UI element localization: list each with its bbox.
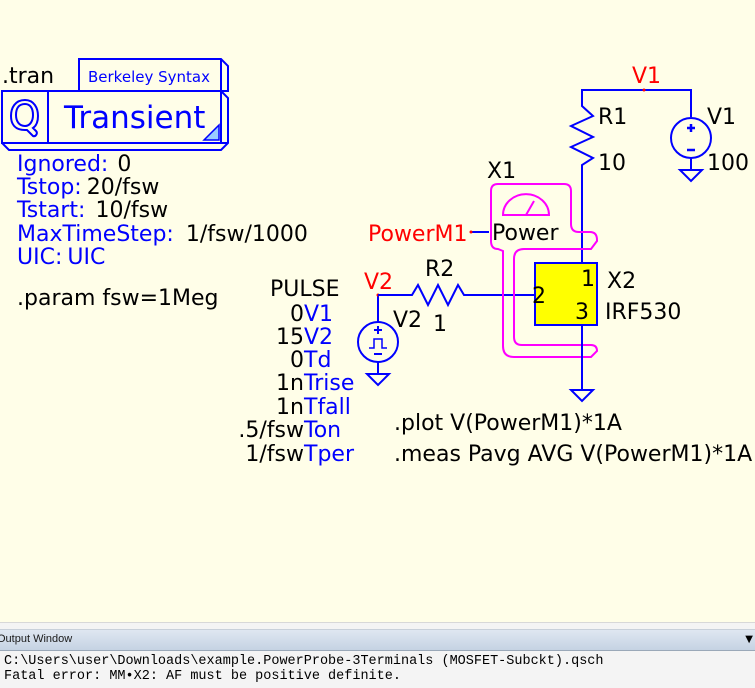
tran-param-ignored: Ignored:0 xyxy=(17,152,131,177)
tran-directive[interactable]: .tran Berkeley Syntax Transient Ignored:… xyxy=(1,58,308,270)
param-directive[interactable]: .param fsw=1Meg xyxy=(17,286,219,311)
meas-directive[interactable]: .meas Pavg AVG V(PowerM1)*1A xyxy=(394,442,752,467)
power-probe-x1[interactable]: X1 Power xyxy=(487,159,599,358)
schematic-canvas[interactable]: .tran Berkeley Syntax Transient Ignored:… xyxy=(0,0,755,622)
berkeley-syntax-label: Berkeley Syntax xyxy=(88,68,210,86)
v1-ref-label: V1 xyxy=(707,105,736,130)
svg-text:0: 0 xyxy=(290,302,304,327)
tran-param-uic: UIC:UIC xyxy=(17,245,105,270)
r1-value-label: 10 xyxy=(598,151,626,176)
svg-text:0: 0 xyxy=(290,348,304,373)
svg-text:1n: 1n xyxy=(276,395,304,420)
pin-2-label: 2 xyxy=(532,284,546,309)
ground-icon xyxy=(677,169,705,183)
dropdown-arrow-icon[interactable]: ▼ xyxy=(745,634,753,645)
output-window-body[interactable]: C:\Users\user\Downloads\example.PowerPro… xyxy=(0,651,755,688)
output-line-error: Fatal error: MM•X2: AF must be positive … xyxy=(4,669,401,684)
v2-pulse-source[interactable]: PULSE 0 V1 15 V2 0 Td 1n Trise 1n Tfall … xyxy=(238,270,422,467)
svg-text:Td: Td xyxy=(303,348,331,373)
v2-ref-label: V2 xyxy=(393,308,422,333)
tran-keyword: .tran xyxy=(2,64,54,89)
pulse-params: 0 V1 15 V2 0 Td 1n Trise 1n Tfall .5/fsw… xyxy=(238,302,355,467)
r2-value-label: 1 xyxy=(433,312,447,337)
q-logo-icon xyxy=(9,98,40,138)
transient-box[interactable]: Transient xyxy=(1,90,229,151)
mosfet-ref-label: X2 xyxy=(607,269,636,294)
svg-text:1/fsw: 1/fsw xyxy=(245,442,304,467)
v1-value-label: 100 xyxy=(707,151,749,176)
svg-text:Ton: Ton xyxy=(303,418,341,443)
tran-param-maxtimestep: MaxTimeStep:1/fsw/1000 xyxy=(17,222,308,247)
svg-text:Tfall: Tfall xyxy=(303,395,351,420)
tran-param-tstart: Tstart:10/fsw xyxy=(16,198,168,223)
resistor-r2[interactable]: R2 1 xyxy=(378,257,536,337)
ground-icon xyxy=(568,389,596,403)
svg-text:15: 15 xyxy=(276,325,304,350)
berkeley-syntax-tab[interactable]: Berkeley Syntax xyxy=(78,58,229,92)
tran-params: Ignored:0 Tstop:20/fsw Tstart:10/fsw Max… xyxy=(16,152,308,270)
output-window-header[interactable]: Output Window ▼ xyxy=(0,629,755,651)
transient-title: Transient xyxy=(63,100,205,136)
mosfet-model-label: IRF530 xyxy=(605,300,681,325)
resistor-r1[interactable]: R1 10 xyxy=(568,90,627,265)
power-meter-icon xyxy=(501,193,551,216)
svg-text:V2: V2 xyxy=(304,325,333,350)
v1-net-label[interactable]: V1 xyxy=(632,64,661,89)
svg-text:V1: V1 xyxy=(304,302,333,327)
pulse-type-label: PULSE xyxy=(270,277,340,302)
tran-param-tstop: Tstop:20/fsw xyxy=(16,175,159,200)
svg-text:1n: 1n xyxy=(276,371,304,396)
output-line-filepath: C:\Users\user\Downloads\example.PowerPro… xyxy=(4,654,604,669)
r2-ref-label: R2 xyxy=(425,257,454,282)
output-window-title: Output Window xyxy=(0,633,73,645)
output-window: Output Window ▼ C:\Users\user\Downloads\… xyxy=(0,622,755,688)
svg-text:Trise: Trise xyxy=(303,371,354,396)
v2-net-label[interactable]: V2 xyxy=(364,270,393,295)
plot-directive[interactable]: .plot V(PowerM1)*1A xyxy=(394,411,622,436)
probe-label: Power xyxy=(492,221,559,246)
r1-ref-label: R1 xyxy=(598,105,627,130)
svg-text:Tper: Tper xyxy=(303,442,355,467)
svg-text:.5/fsw: .5/fsw xyxy=(238,418,304,443)
ground-icon xyxy=(364,373,392,387)
powerm1-net-label[interactable]: PowerM1 xyxy=(368,222,468,247)
mosfet-x2[interactable]: 1 2 3 X2 IRF530 xyxy=(532,262,681,326)
probe-ref-label: X1 xyxy=(487,159,516,184)
pin-1-label: 1 xyxy=(581,267,595,292)
pin-3-label: 3 xyxy=(575,300,589,325)
v1-source[interactable]: V1 100 xyxy=(670,105,749,183)
